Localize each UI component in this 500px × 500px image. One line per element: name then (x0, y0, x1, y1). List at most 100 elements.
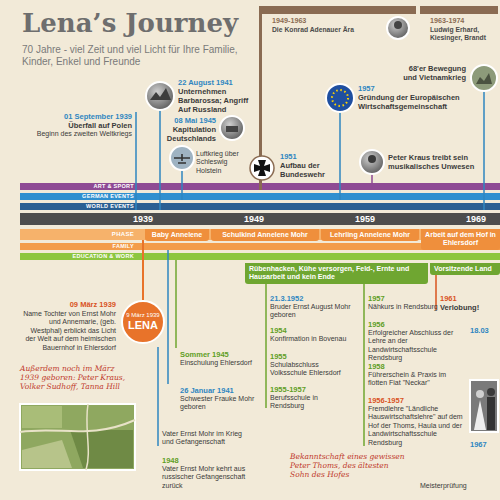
aerial-photo (20, 404, 135, 470)
event-date: 1948 (162, 456, 254, 465)
event-text: Bruder Ernst August Mohr geboren (270, 303, 352, 320)
photo-circle (471, 65, 497, 91)
node-heading: 1949-1963 (272, 17, 416, 26)
era-bar: 1949-1963Die Konrad Adenauer Ära (262, 6, 416, 36)
node-heading: Arbeit auf dem Hof in Ehlersdorf (424, 231, 497, 248)
german-events-band (20, 193, 500, 200)
leader-line (135, 112, 137, 210)
leader-line (159, 110, 161, 210)
event-date: 1955 (270, 352, 352, 361)
event-text: Name Tochter von Ernst Mohr und Annemari… (20, 310, 116, 352)
photo-circle (394, 21, 402, 29)
event-date: 1967 (470, 440, 498, 449)
event-date: 08 Mai 1945 (156, 116, 216, 125)
iron-cross-emblem (254, 160, 270, 176)
event-text: Überfall auf Polen (20, 121, 132, 130)
node-heading: Baby Annelene (148, 231, 206, 239)
event-text: Vater Ernst Mohr im Krieg und Gefangensc… (162, 430, 254, 447)
band-label: PHASE (20, 229, 134, 240)
event-date: 1957 (358, 84, 480, 93)
leader-line (483, 91, 485, 210)
event-text: Aufbau der Bundeswehr (280, 161, 336, 179)
year-axis (20, 213, 500, 225)
aerial-photo (70, 430, 133, 468)
event-date: 1956-1957 (368, 396, 463, 405)
work-segment: Rübenhacken, Kühe versorgen, Feld-, Ernt… (245, 263, 428, 284)
event-text: Kapitulation Deutschlands (156, 125, 216, 143)
aerial-photo (22, 406, 62, 428)
event-text: Meisterprüfung (420, 482, 496, 490)
world-events-band (20, 203, 500, 210)
event-text: Peter Kraus treibt sein musikalisches Un… (388, 153, 480, 171)
year-label: 1969 (461, 213, 491, 225)
band-label: WORLD EVENTS (20, 203, 134, 210)
event-text: Schwester Frauke Mohr geboren (180, 395, 260, 412)
event-date: 01 September 1939 (20, 112, 132, 121)
leader-line (181, 170, 183, 200)
event-date: 1954 (270, 326, 352, 335)
handwritten-note: Außerdem noch im März 1939 geboren: Pete… (20, 364, 135, 391)
photo-circle (387, 17, 409, 39)
node-heading: Lehrling Annelene Mohr (324, 231, 416, 239)
photo-circle (226, 126, 238, 132)
leader-line (339, 112, 341, 200)
event-date: 22 August 1941 (178, 78, 258, 87)
wedding-photo (487, 388, 495, 396)
leader-line (157, 347, 159, 446)
phase-segment: Arbeit auf dem Hof in Ehlersdorf (421, 229, 500, 250)
education-band (20, 253, 500, 260)
event-date: 09 März 1939 (20, 300, 116, 309)
photo-circle (174, 154, 190, 163)
leader-line (167, 250, 169, 384)
phase-segment: Lehrling Annelene Mohr (321, 229, 419, 241)
eu-emblem (326, 84, 354, 112)
phase-segment: Schulkind Annelene Mohr (211, 229, 319, 241)
band-label: GERMAN EVENTS (20, 193, 134, 200)
era-bar: 1963-1974Ludwig Erhard, Kiesinger, Brand… (420, 6, 498, 44)
band-label: ART & SPORT (20, 183, 134, 190)
event-text: Verlobung! (440, 303, 495, 312)
node-text: Die Konrad Adenauer Ära (272, 26, 416, 34)
event-text: Beginn des zweiten Weltkriegs (20, 130, 132, 138)
event-text: Schulabschluss Volksschule Ehlersdorf (270, 361, 352, 378)
photo-circle (220, 116, 244, 140)
work-segment: Vorsitzende Land (430, 263, 500, 275)
aerial-photo (20, 420, 135, 432)
wedding-photo (470, 380, 498, 432)
band-label: FAMILY (20, 243, 134, 250)
timeline-band (20, 183, 500, 260)
iron-cross-emblem (250, 156, 274, 180)
event-text: Unternehmen Barbarossa; Angriff Auf Russ… (178, 87, 258, 114)
node-heading: Vorsitzende Land (434, 265, 496, 273)
event-text: Berufsschule in Rendsburg (270, 394, 352, 411)
year-label: 1959 (350, 213, 380, 225)
band-label: EDUCATION & WORK (20, 253, 134, 260)
event-text: Fremdlehre "Ländliche Hauswirtschaftsleh… (368, 405, 463, 447)
node-text: Ludwig Erhard, Kiesinger, Brandt (430, 26, 498, 42)
event-text: Konfirmation in Bovenau (270, 335, 352, 343)
event-date: 1958 (368, 362, 463, 371)
leader-line (175, 260, 177, 348)
aerial-photo (20, 404, 135, 470)
event-date: Sommer 1945 (180, 350, 260, 359)
event-date: 1951 (280, 152, 336, 161)
wedding-photo (470, 380, 498, 432)
photo-circle (476, 73, 492, 84)
event-text: Einschulung Ehlersdorf (180, 359, 260, 367)
node-heading: 9 März 1939 (126, 312, 159, 319)
leader-line (142, 240, 144, 300)
event-date: 26 Januar 1941 (180, 386, 260, 395)
wedding-photo (476, 390, 484, 398)
node-heading: 1963-1974 (430, 17, 498, 26)
photo-circle (146, 82, 174, 110)
phase-segment: Baby Annelene (145, 229, 209, 241)
aerial-photo (22, 440, 72, 468)
leader-line (265, 282, 267, 408)
leader-line (363, 282, 365, 446)
diagram-title: Lena’s Journey (22, 8, 238, 39)
photo-circle (360, 150, 384, 174)
birth-circle: 9 März 1939LENA (121, 300, 165, 344)
eu-emblem (326, 84, 354, 112)
subtitle: 70 Jahre - viel Zeit und viel Licht für … (22, 44, 252, 68)
